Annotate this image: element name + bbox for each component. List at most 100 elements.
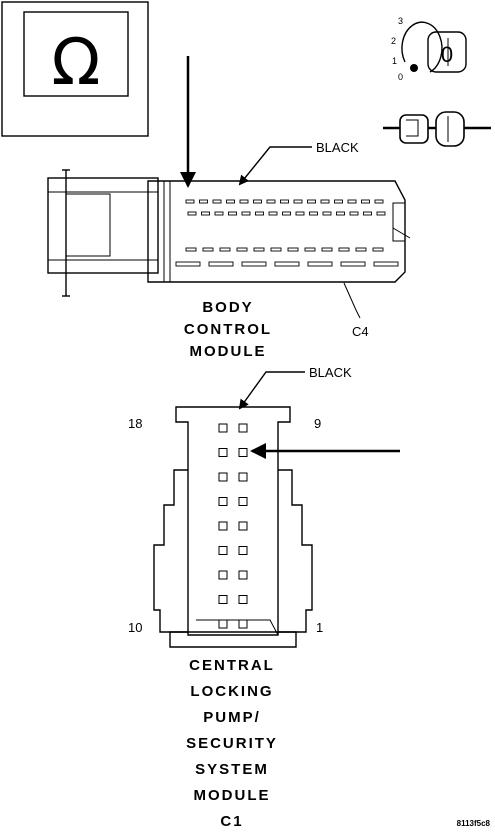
bcm-cavity	[307, 261, 333, 267]
bcm-end-tab	[392, 202, 406, 242]
ignition-position-3: 3	[398, 16, 403, 26]
bcm-cavity	[236, 247, 248, 252]
clp-title-line-4: SECURITY	[186, 735, 278, 752]
bcm-color-leader	[238, 146, 312, 186]
bcm-latch-window	[65, 193, 111, 257]
bcm-cavity	[226, 199, 235, 204]
bcm-cavity	[374, 199, 384, 204]
fuse-icon	[383, 111, 491, 147]
clp-title-line-7: C1	[220, 813, 243, 830]
bcm-cavity	[287, 247, 299, 252]
bcm-cavity	[280, 199, 289, 204]
clp-cavity	[238, 472, 248, 482]
clp-base-ridge	[196, 619, 279, 636]
fuse-left-body	[399, 114, 429, 144]
bcm-cavity	[219, 247, 231, 252]
ignition-key-head	[427, 31, 467, 73]
clp-cavity	[238, 497, 248, 506]
bcm-cavity	[320, 199, 330, 204]
clp-cavity	[218, 570, 228, 580]
bcm-cavity	[185, 199, 195, 204]
bcm-cavity	[355, 247, 367, 252]
ignition-indicator-dot	[410, 64, 418, 72]
bcm-cavity	[295, 211, 305, 216]
bcm-cavity	[347, 199, 357, 204]
bcm-latch-frame	[47, 177, 159, 274]
ohm-outer-frame	[1, 1, 149, 137]
ohm-icon: Ω	[52, 26, 101, 100]
clp-pin-18: 18	[128, 416, 142, 431]
ignition-cylinder	[401, 21, 443, 73]
bcm-cavity	[334, 199, 343, 204]
bcm-connector-body	[147, 180, 406, 283]
clp-pin-1: 1	[316, 620, 323, 635]
clp-right-flange	[278, 469, 313, 633]
clp-color-label: BLACK	[309, 365, 352, 380]
bcm-title-line-2: CONTROL	[184, 321, 272, 338]
ohm-inner-frame	[23, 11, 129, 97]
bcm-cavity	[336, 211, 345, 216]
bcm-cavity	[214, 211, 224, 216]
clp-connector-c1: BLACK 18 9 10 1 CENTRAL LOCKING PUMP/ SE…	[128, 365, 400, 830]
bcm-cavity	[175, 261, 201, 267]
bcm-cavity	[309, 211, 318, 216]
clp-left-flange	[153, 469, 188, 633]
clp-color-leader	[238, 371, 305, 410]
bcm-cavity	[202, 247, 214, 252]
clp-cavity	[238, 546, 248, 555]
ignition-position-0: 0	[398, 72, 403, 82]
ignition-switch-icon: 3 2 1 0 0	[391, 16, 467, 82]
clp-cavity	[218, 546, 228, 555]
ignition-position-2: 2	[391, 36, 396, 46]
clp-cavity	[238, 448, 248, 457]
bcm-cavity	[293, 199, 303, 204]
clp-cavity	[218, 521, 228, 531]
clp-cavity	[238, 423, 248, 433]
bcm-cavity	[241, 261, 267, 267]
bcm-cavity	[349, 211, 359, 216]
fuse-clip	[406, 119, 419, 137]
bcm-cavity	[274, 261, 300, 267]
clp-cavity	[218, 423, 228, 433]
bcm-cavity	[268, 211, 278, 216]
clp-pin-9: 9	[314, 416, 321, 431]
bcm-cavity	[208, 261, 234, 267]
bcm-cavity	[253, 247, 265, 252]
bcm-cavity	[266, 199, 276, 204]
clp-cavity	[238, 595, 248, 604]
clp-title-line-2: LOCKING	[190, 683, 273, 700]
clp-pin-10: 10	[128, 620, 142, 635]
figure-id: 8113f5c8	[457, 819, 491, 828]
clp-cavity	[218, 448, 228, 457]
clp-cavity	[238, 570, 248, 580]
bcm-cavity	[253, 199, 262, 204]
clp-base	[169, 631, 297, 648]
bcm-cavity	[239, 199, 249, 204]
bcm-cavity	[212, 199, 222, 204]
ignition-position-1: 1	[392, 56, 397, 66]
clp-cavity-array	[218, 423, 248, 629]
bcm-cavity	[363, 211, 372, 216]
bcm-cavity	[373, 261, 399, 267]
clp-cavity	[218, 497, 228, 506]
bcm-cavity	[338, 247, 350, 252]
bcm-c4-leader	[343, 282, 361, 319]
bcm-cavity	[361, 199, 370, 204]
clp-title-line-5: SYSTEM	[195, 761, 269, 778]
bcm-cavity	[282, 211, 291, 216]
bcm-title-line-1: BODY	[202, 299, 253, 316]
clp-cavity	[218, 595, 228, 604]
bcm-cavity	[255, 211, 264, 216]
bcm-cavity	[270, 247, 282, 252]
bcm-end-tab-latch	[392, 227, 411, 239]
bcm-cavity	[340, 261, 366, 267]
bcm-cavity	[322, 211, 332, 216]
bcm-title-line-3: MODULE	[190, 343, 267, 360]
bcm-cavity	[187, 211, 197, 216]
clp-title-line-3: PUMP/	[203, 709, 261, 726]
fuse-right-body	[435, 111, 465, 147]
clp-title-line-6: MODULE	[194, 787, 271, 804]
clp-cavity	[238, 521, 248, 531]
ignition-key-mark: 0	[441, 42, 453, 67]
